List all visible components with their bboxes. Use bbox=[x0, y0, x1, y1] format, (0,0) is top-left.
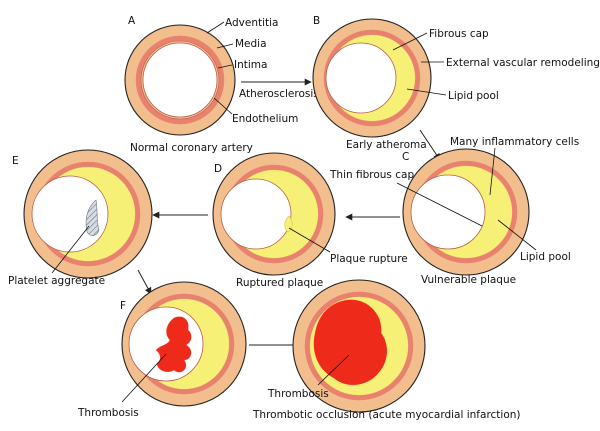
label-thin-fibrous-cap: Thin fibrous cap bbox=[329, 169, 414, 181]
lumen bbox=[142, 42, 218, 118]
label-external-remodeling: External vascular remodeling bbox=[446, 57, 600, 69]
label-thrombosis-g: Thrombosis bbox=[267, 388, 329, 400]
label-many-inflammatory: Many inflammatory cells bbox=[450, 136, 579, 148]
label-lipid-pool-c: Lipid pool bbox=[520, 251, 571, 263]
label-platelet-aggregate: Platelet aggregate bbox=[8, 275, 105, 287]
panel-e-letter: E bbox=[12, 155, 19, 167]
panel-g: G Thrombosis Thrombotic occlusion (acute… bbox=[252, 279, 521, 421]
panel-c-caption: Vulnerable plaque bbox=[421, 274, 516, 286]
panel-b-caption: Early atheroma bbox=[346, 139, 427, 151]
arrow-e-to-f bbox=[137, 269, 152, 295]
label-plaque-rupture: Plaque rupture bbox=[330, 253, 408, 265]
panel-a-caption: Normal coronary artery bbox=[130, 142, 253, 154]
panel-d: D Plaque rupture Ruptured plaque bbox=[212, 152, 408, 289]
panel-d-caption: Ruptured plaque bbox=[236, 277, 323, 289]
panel-f-letter: F bbox=[120, 300, 126, 312]
panel-b-letter: B bbox=[313, 15, 320, 27]
platelet-aggregate bbox=[85, 199, 100, 236]
lumen bbox=[410, 174, 486, 250]
label-fibrous-cap: Fibrous cap bbox=[429, 28, 489, 40]
occlusive-thrombus bbox=[313, 299, 387, 385]
arrow-b-to-c bbox=[419, 129, 441, 161]
panel-e: E Platelet aggregate bbox=[8, 149, 153, 287]
lumen bbox=[325, 42, 397, 114]
label-media: Media bbox=[235, 38, 267, 50]
panel-g-caption: Thrombotic occlusion (acute myocardial i… bbox=[252, 409, 521, 421]
label-intima: Intima bbox=[234, 59, 267, 71]
panel-f-caption: Thrombosis bbox=[77, 407, 139, 419]
panel-c: C Many inflammatory cells Thin fibrous c… bbox=[329, 136, 579, 286]
label-atherosclerosis: Atherosclerosis bbox=[239, 88, 319, 100]
lumen bbox=[220, 178, 292, 250]
panel-c-letter: C bbox=[402, 151, 409, 163]
panel-b: B Fibrous cap External vascular remodeli… bbox=[312, 15, 600, 151]
label-lipid-pool-b: Lipid pool bbox=[448, 90, 499, 102]
panel-a-letter: A bbox=[128, 15, 136, 27]
panel-f: F Thrombosis bbox=[77, 281, 247, 419]
thrombus bbox=[155, 316, 192, 373]
label-adventitia: Adventitia bbox=[225, 17, 279, 29]
panel-a: A Adventitia Media Intima Endothelium No… bbox=[124, 15, 298, 154]
rupture-site bbox=[284, 215, 293, 233]
label-endothelium: Endothelium bbox=[232, 113, 298, 125]
panel-d-letter: D bbox=[214, 163, 222, 175]
